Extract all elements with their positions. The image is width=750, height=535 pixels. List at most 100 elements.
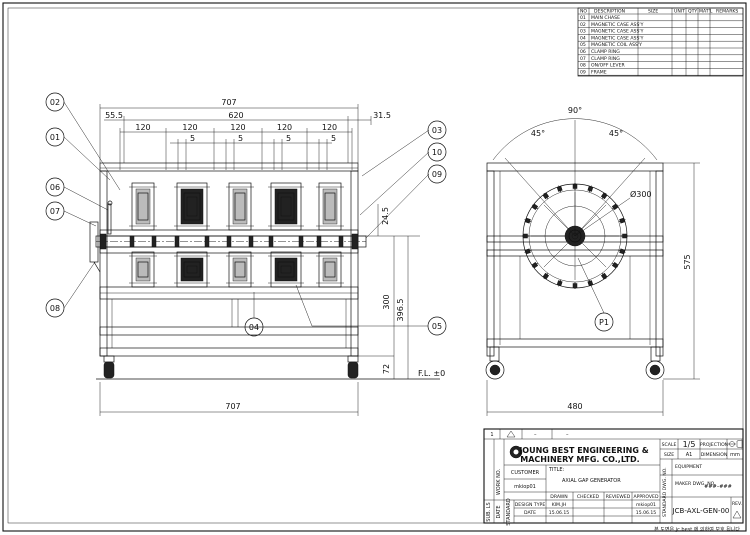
design-type-value: KIM.JH xyxy=(552,502,567,508)
bom-row-desc: ON/OFF LEVER xyxy=(591,63,625,69)
magnetic-module xyxy=(226,182,254,231)
bom-header-desc: DESCRIPTION xyxy=(594,9,625,15)
side-view xyxy=(485,162,665,380)
inner-border xyxy=(7,7,744,524)
rev-number: 1 xyxy=(490,432,493,438)
company-name-line2: MACHINERY MFG. CO.,LTD. xyxy=(520,455,639,464)
standard-dwg-label: STANDARD DWG. NO. xyxy=(662,467,668,517)
size-value: A1 xyxy=(686,452,693,458)
balloon-05: 05 xyxy=(432,322,442,331)
bom-row-desc: CLAMP RING xyxy=(591,56,620,62)
maker-dwg-label: MAKER DWG. NO. xyxy=(675,481,716,487)
scale-value: 1/5 xyxy=(683,440,696,449)
sub-ls-label: SUB. LS xyxy=(486,502,492,521)
dim-angle-45-left: 45° xyxy=(531,129,545,138)
dim-31-5: 31.5 xyxy=(373,111,391,120)
dim-300: 300 xyxy=(382,294,391,309)
balloon-09: 09 xyxy=(432,170,442,179)
bom-row-no: 07 xyxy=(580,56,586,62)
bom-row-no: 09 xyxy=(580,69,586,75)
copyright-footer: 본 도면은 jc.best 에 의하여 보호 됩니다 xyxy=(654,526,740,533)
magnetic-module xyxy=(268,182,304,231)
checked-label: CHECKED xyxy=(577,494,600,500)
rev-triangle-icon xyxy=(506,430,516,438)
bom-row-no: 01 xyxy=(580,15,586,21)
reviewed-label: REVIEWED xyxy=(606,494,631,500)
projection-symbol-icon xyxy=(728,439,743,449)
bom-header-remarks: REMARKS xyxy=(716,9,738,15)
bom-header-unit: UNIT xyxy=(674,9,685,15)
bom-row-desc: MAIN CHASE xyxy=(591,15,620,21)
maker-dwg-value: ###–### xyxy=(704,484,732,490)
bom-row-desc: MAGNETIC CASE ASS'Y xyxy=(591,22,644,28)
design-type-label: DESIGN TYPE xyxy=(515,502,546,508)
standard-label: STANDARD xyxy=(506,498,512,526)
bom-row-no: 08 xyxy=(580,63,586,69)
dim-gap-5: 5 xyxy=(238,134,243,143)
approved-label: APPROVED xyxy=(634,494,659,500)
date-label: DATE xyxy=(524,510,536,516)
company-name-line1: JOUNG BEST ENGINEERING & xyxy=(518,446,648,455)
bom-header-qty: QTY xyxy=(688,9,697,15)
bom-row-no: 02 xyxy=(580,22,586,28)
date-value: 15.06.15 xyxy=(549,510,570,516)
size-label: SIZE xyxy=(664,452,674,458)
balloon-p1: P1 xyxy=(599,318,609,327)
date-col-label: DATE xyxy=(496,505,502,518)
magnetic-module xyxy=(174,182,210,231)
dimension-value: mm xyxy=(730,452,740,458)
dim-diameter-300: Ø300 xyxy=(630,189,652,199)
equipment-label: EQUIPMENT xyxy=(675,464,702,470)
bom-row-no: 05 xyxy=(580,42,586,48)
floor-level-label: F.L. ±0 xyxy=(418,369,445,378)
dim-24-5: 24.5 xyxy=(381,207,390,225)
rev-label: REV. xyxy=(732,501,742,507)
approved-name: mkiop01 xyxy=(636,502,656,508)
rev-warning-icon xyxy=(732,510,742,519)
projection-label: PROJECTION xyxy=(700,442,728,448)
dim-gap-5: 5 xyxy=(286,134,291,143)
dim-707-top: 707 xyxy=(221,98,236,107)
dim-pitch-120: 120 xyxy=(135,123,150,132)
bom-header-no: NO xyxy=(580,9,587,15)
magnetic-module xyxy=(129,251,157,288)
magnetic-module xyxy=(268,251,304,288)
dim-gap-5: 5 xyxy=(190,134,195,143)
balloon-04: 04 xyxy=(249,323,259,332)
balloon-07: 07 xyxy=(50,207,60,216)
dim-707-bottom: 707 xyxy=(225,402,240,411)
front-left-caster xyxy=(103,355,115,379)
magnetic-module xyxy=(226,251,254,288)
dim-gap-5: 5 xyxy=(331,134,336,143)
title-label: TITLE: xyxy=(548,467,565,473)
balloon-02: 02 xyxy=(50,98,60,107)
dim-620: 620 xyxy=(228,111,243,120)
balloon-06: 06 xyxy=(50,183,60,192)
dimension-label: DIMENSION xyxy=(701,452,728,458)
balloon-03: 03 xyxy=(432,126,442,135)
bom-table: NO DESCRIPTION SIZE UNIT QTY MAT'L REMAR… xyxy=(577,7,744,77)
balloon-10: 10 xyxy=(432,148,442,157)
rev-dash-2: – xyxy=(566,432,569,438)
work-no-label: WORK NO. xyxy=(496,468,502,495)
side-left-caster xyxy=(485,346,505,380)
bom-header-matl: MAT'L xyxy=(699,9,713,15)
dim-55-5: 55.5 xyxy=(105,111,123,120)
dim-angle-90: 90° xyxy=(568,106,582,115)
dwg-number: JCB-AXL-GEN-00 xyxy=(672,507,730,515)
customer-value: mkiop01 xyxy=(514,484,536,490)
dim-480: 480 xyxy=(567,402,582,411)
dim-pitch-120: 120 xyxy=(322,123,337,132)
title-block: 1 – – WORK NO. SUB. LS DATE STANDARD JOU… xyxy=(483,428,744,526)
bom-row-desc: FRAME xyxy=(591,69,607,75)
approved-date: 15.06.15 xyxy=(636,510,657,516)
dim-72: 72 xyxy=(382,364,391,374)
title-value: AXIAL GAP GENERATOR xyxy=(562,478,621,484)
bom-header-size: SIZE xyxy=(648,9,658,15)
bom-row-desc: MAGNETIC COIL ASS'Y xyxy=(591,42,642,48)
side-right-caster xyxy=(645,346,665,380)
dim-pitch-120: 120 xyxy=(182,123,197,132)
bom-row-desc: CLAMP RING xyxy=(591,49,620,55)
